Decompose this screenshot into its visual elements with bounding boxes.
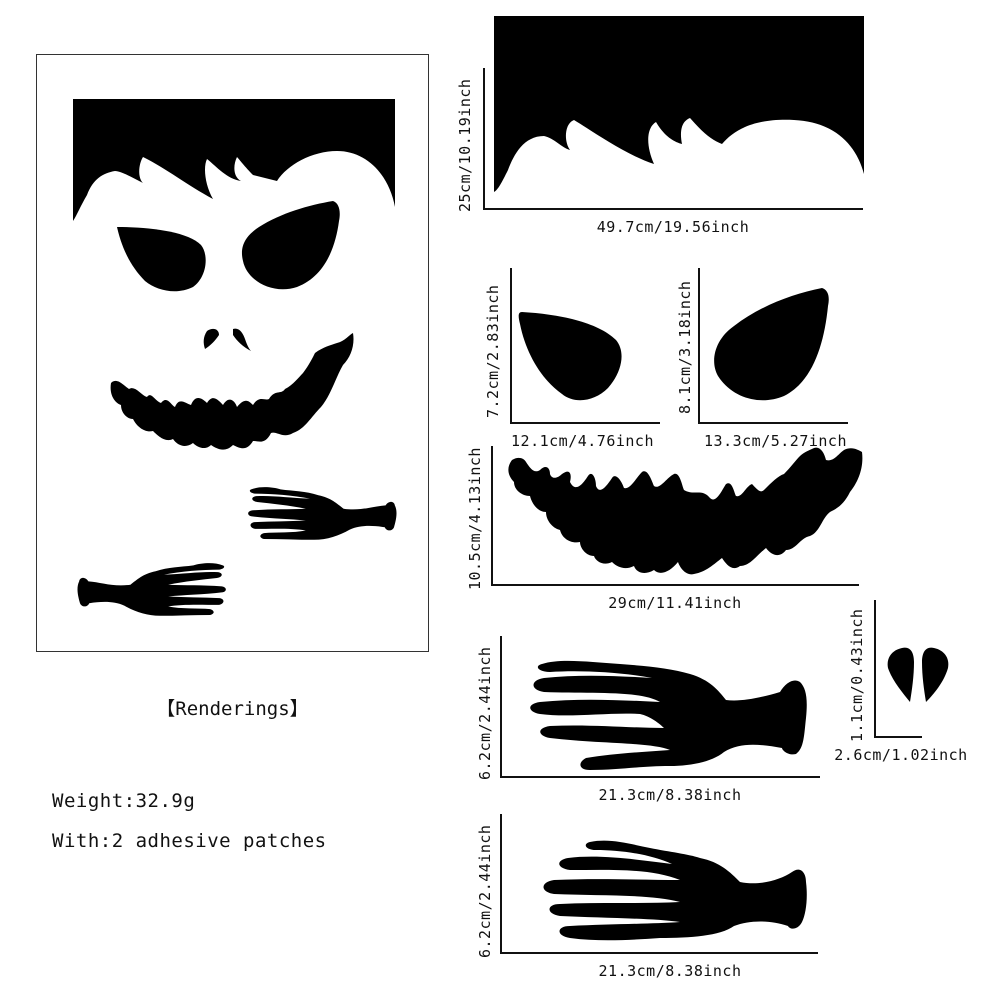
renderings-caption: 【Renderings】 bbox=[156, 698, 309, 720]
hair-height-label: 25cm/10.19inch bbox=[456, 78, 474, 212]
right-eye-piece-shape bbox=[714, 288, 829, 401]
nose-right-shape bbox=[233, 328, 251, 351]
mouth-shape bbox=[110, 333, 354, 450]
hand-1-width-axis bbox=[500, 776, 820, 778]
hand-1-width-label: 21.3cm/8.38inch bbox=[598, 786, 742, 804]
right-eye-height-label: 8.1cm/3.18inch bbox=[676, 280, 694, 414]
hand-2-height-axis bbox=[500, 814, 502, 954]
right-eye-shape bbox=[241, 201, 340, 290]
left-eye-piece-shape bbox=[518, 312, 622, 401]
hair-width-axis bbox=[483, 208, 863, 210]
mouth-width-label: 29cm/11.41inch bbox=[608, 594, 742, 612]
hand-2-height-label: 6.2cm/2.44inch bbox=[476, 824, 494, 958]
nose-width-axis bbox=[874, 736, 922, 738]
nose-width-label: 2.6cm/1.02inch bbox=[834, 746, 968, 764]
hand-1-height-axis bbox=[500, 636, 502, 778]
mouth-height-label: 10.5cm/4.13inch bbox=[466, 447, 484, 590]
left-eye-width-axis bbox=[510, 422, 660, 424]
mouth-height-axis bbox=[491, 446, 493, 586]
hand-2-width-label: 21.3cm/8.38inch bbox=[598, 962, 742, 980]
mouth-width-axis bbox=[491, 584, 859, 586]
hand-1-height-label: 6.2cm/2.44inch bbox=[476, 646, 494, 780]
left-eye-height-label: 7.2cm/2.83inch bbox=[484, 284, 502, 418]
face-preview-illustration bbox=[73, 99, 397, 616]
hand-preview-lower bbox=[77, 563, 226, 616]
left-eye-width-label: 12.1cm/4.76inch bbox=[511, 432, 654, 450]
weight-label: Weight:32.9g bbox=[52, 790, 196, 812]
rendering-preview-frame bbox=[36, 54, 429, 652]
hair-width-label: 49.7cm/19.56inch bbox=[596, 218, 750, 236]
right-eye-width-axis bbox=[698, 422, 848, 424]
hair-shape bbox=[73, 99, 395, 221]
nose-height-axis bbox=[874, 600, 876, 738]
hair-height-axis bbox=[483, 68, 485, 210]
nose-height-label: 1.1cm/0.43inch bbox=[848, 608, 866, 742]
hand-preview-upper bbox=[248, 487, 397, 540]
right-eye-height-axis bbox=[698, 268, 700, 424]
mouth-piece-shape bbox=[508, 447, 863, 575]
nose-left-shape bbox=[203, 328, 219, 349]
hand-2-width-axis bbox=[500, 952, 818, 954]
nose-piece-shape bbox=[887, 647, 949, 702]
hair-piece-shape bbox=[494, 16, 864, 192]
left-eye-shape bbox=[117, 227, 206, 292]
right-eye-width-label: 13.3cm/5.27inch bbox=[704, 432, 847, 450]
adhesive-patches-label: With:2 adhesive patches bbox=[52, 830, 327, 852]
left-eye-height-axis bbox=[510, 268, 512, 424]
hand-piece-2-shape bbox=[543, 840, 807, 941]
hand-piece-1-shape bbox=[530, 660, 807, 770]
